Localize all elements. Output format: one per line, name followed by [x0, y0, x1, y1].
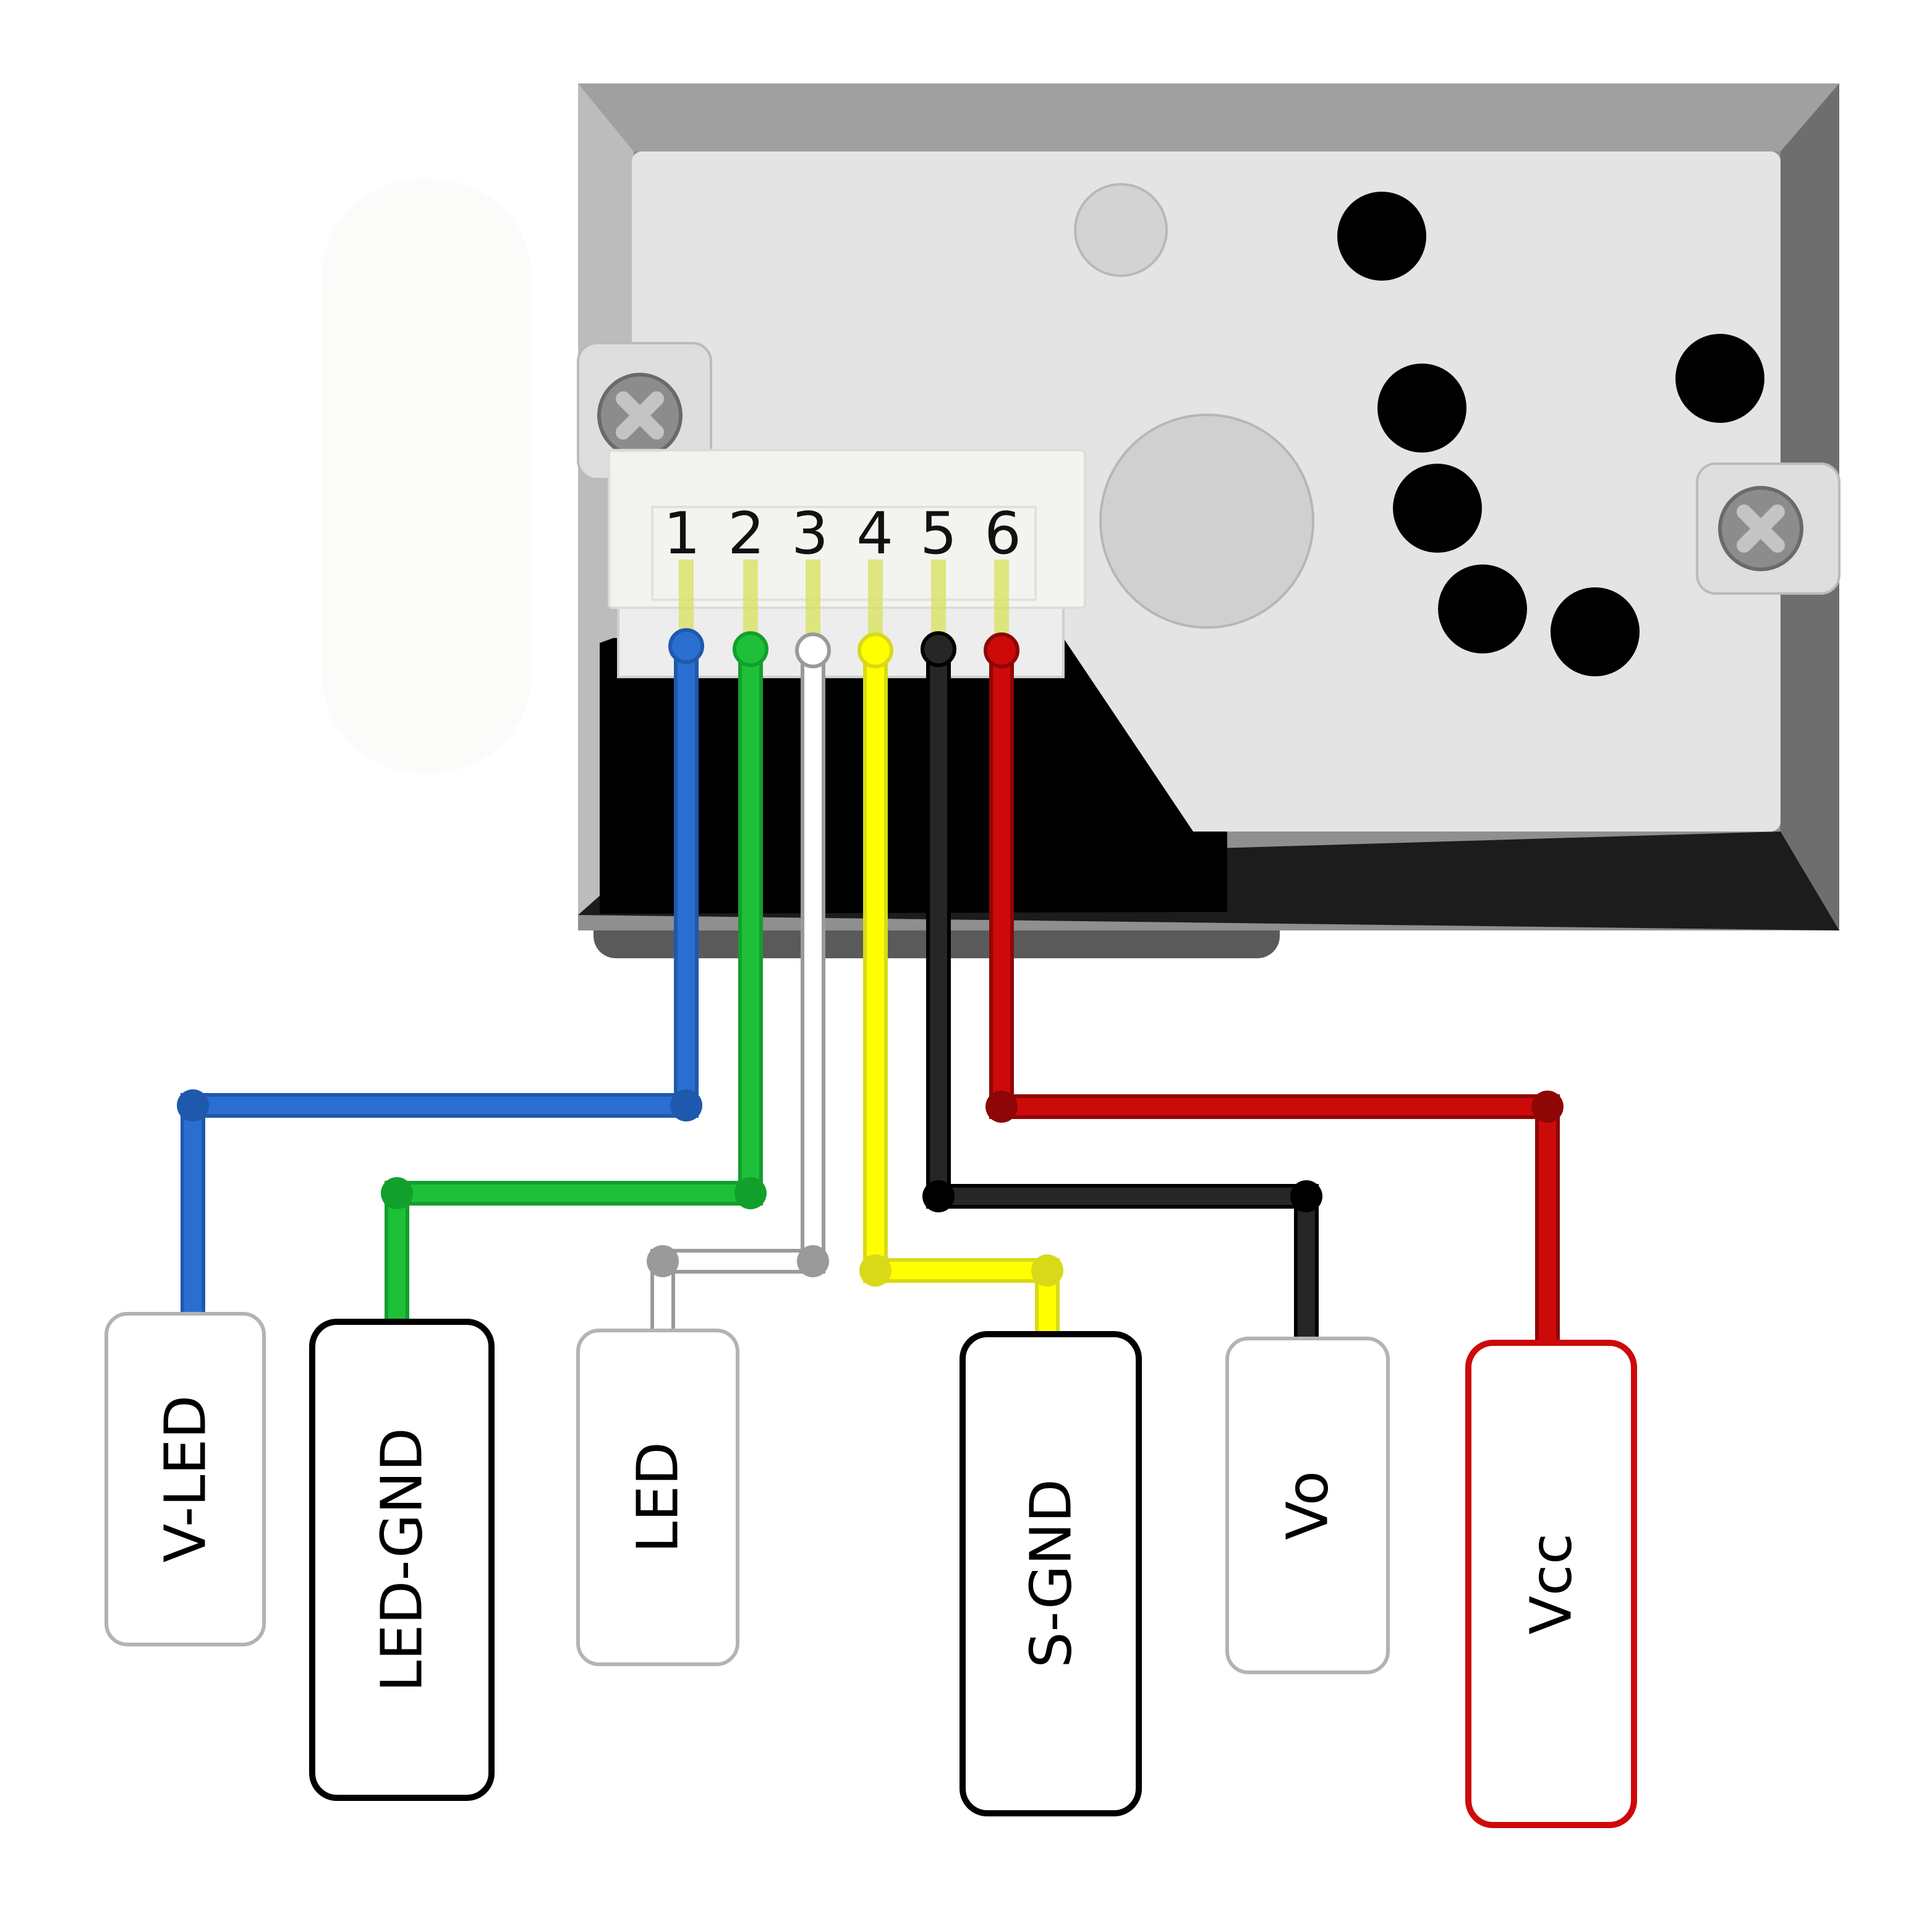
- terminal-box: [576, 1329, 739, 1666]
- connector-pin: [806, 560, 820, 646]
- left-screw-icon: [597, 373, 683, 458]
- connector-pin: [868, 560, 883, 646]
- black-hole: [1675, 334, 1764, 423]
- terminal-led: LED: [576, 1329, 739, 1666]
- wire-bend-joint: [985, 1091, 1018, 1123]
- black-hole: [1377, 364, 1466, 453]
- large-gray-lens: [1099, 414, 1314, 629]
- background-ghost-shape: [321, 179, 532, 773]
- wire-pin-3-white: [647, 632, 831, 1330]
- terminal-s-gnd: S-GND: [960, 1331, 1142, 1816]
- black-hole: [1551, 587, 1640, 676]
- wire-bend-joint: [1290, 1180, 1322, 1212]
- terminal-box: [104, 1312, 266, 1646]
- terminal-label: S-GND: [1018, 1479, 1084, 1668]
- terminal-box: [1225, 1337, 1390, 1674]
- wire-bend-joint: [177, 1089, 209, 1121]
- wire-bend-joint: [922, 1180, 955, 1212]
- pin-number-labels: 1 2 3 4 5 6: [663, 500, 1021, 568]
- housing-bevel-top: [578, 83, 1839, 151]
- pin-contact-dot: [921, 631, 956, 667]
- pin-contact-dot: [733, 631, 768, 667]
- terminal-box: [960, 1331, 1142, 1816]
- wire-bend-joint: [647, 1245, 679, 1277]
- wire-core: [654, 650, 822, 1330]
- wire-core: [930, 649, 1315, 1338]
- terminal-box: [309, 1319, 495, 1801]
- black-hole: [1337, 192, 1426, 281]
- terminal-label: Vo: [1275, 1471, 1341, 1540]
- connector-label-panel: [608, 449, 1086, 609]
- black-hole: [1438, 564, 1527, 653]
- terminal-vcc: Vcc: [1465, 1340, 1637, 1828]
- wire-pin-5-black: [921, 631, 1322, 1338]
- terminal-led-gnd: LED-GND: [309, 1319, 495, 1801]
- wire-core: [184, 646, 695, 1314]
- pin-contact-dot: [795, 632, 831, 668]
- wire-pin-6-red: [984, 632, 1564, 1343]
- wire-bend-joint: [734, 1177, 767, 1209]
- wire-bend-joint: [1031, 1254, 1063, 1287]
- connector-pin: [994, 560, 1009, 646]
- wire-bend-joint: [859, 1254, 892, 1287]
- wire-bend-joint: [1531, 1091, 1564, 1123]
- wire-core: [993, 650, 1556, 1343]
- small-gray-hole: [1074, 183, 1168, 277]
- pin-3-number: 3: [791, 500, 828, 568]
- wire-core: [867, 650, 1056, 1334]
- black-hole: [1393, 464, 1482, 553]
- wire-pin-4-yellow: [857, 632, 1063, 1334]
- wire-bend-joint: [797, 1245, 829, 1277]
- wire-core: [388, 649, 759, 1322]
- terminals: V-LED LED-GND LED S-GND Vo Vcc: [104, 1312, 1637, 1828]
- pin-4-number: 4: [856, 500, 893, 568]
- wires: [177, 628, 1564, 1343]
- terminal-v-led: V-LED: [104, 1312, 266, 1646]
- right-screw-icon: [1718, 486, 1803, 571]
- pin-5-number: 5: [920, 500, 957, 568]
- terminal-label: V-LED: [153, 1395, 219, 1563]
- connector-inner-outline: [651, 506, 1037, 601]
- terminal-label: Vcc: [1518, 1533, 1585, 1635]
- terminal-box: [1465, 1340, 1637, 1828]
- pin-contact-dot: [984, 632, 1019, 668]
- wire-pin-1-blue: [177, 628, 704, 1314]
- sensor-module: 1 2 3 4 5 6: [577, 83, 1841, 958]
- wire-pin-2-green: [381, 631, 768, 1322]
- wire-bend-joint: [670, 1089, 702, 1121]
- pin-6-number: 6: [984, 500, 1021, 568]
- pin-2-number: 2: [728, 500, 765, 568]
- terminal-label: LED-GND: [369, 1428, 435, 1692]
- terminal-label: LED: [625, 1442, 691, 1553]
- wire-bend-joint: [381, 1177, 413, 1209]
- pin-contact-dot: [857, 632, 893, 668]
- terminal-vo: Vo: [1225, 1337, 1390, 1674]
- pin-contact-dot: [668, 628, 704, 664]
- pin-1-number: 1: [663, 500, 700, 568]
